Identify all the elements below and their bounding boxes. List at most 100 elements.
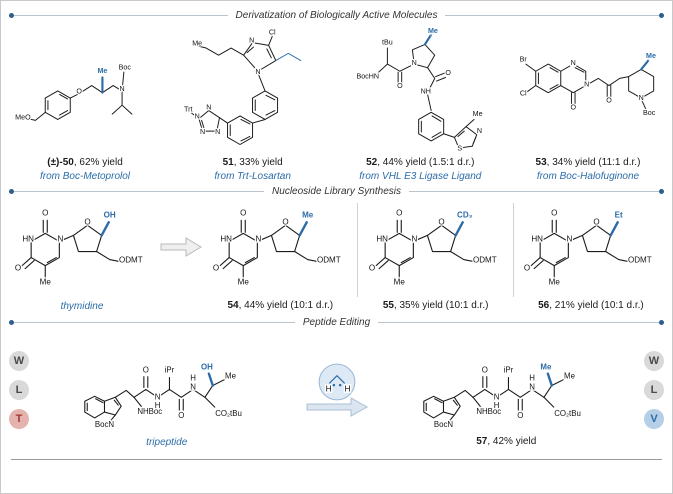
atom-label: CD₃: [457, 210, 473, 219]
atom-label: O: [213, 264, 219, 273]
atom-label: O: [482, 366, 488, 375]
header-rule: [378, 321, 659, 323]
residue-badge-W: W: [644, 351, 664, 372]
header-rule: [14, 321, 295, 323]
atom-label: HN: [376, 234, 388, 243]
residue-badge-L: L: [644, 380, 664, 401]
section-title: Peptide Editing: [302, 316, 371, 328]
compound-yield: , 42% yield: [487, 436, 537, 447]
atom-label: iPr: [164, 365, 174, 374]
atom-label: Cl: [520, 89, 527, 97]
nucleoside-product-panel-55: O HN O Me N O ODMT CD₃ 55, 35% yield (10:1 d.r.…: [363, 199, 509, 313]
structure-metoprolol-derivative: MeO O MeN Boc: [14, 62, 132, 122]
compound-yield: , 34% yield (11:1 d.r.): [546, 157, 641, 168]
atom-label: N: [571, 59, 576, 67]
compound-caption: 51, 33% yield: [223, 157, 283, 170]
start-material-label: thymidine: [60, 301, 104, 312]
atom-label: H: [344, 384, 350, 394]
atom-label: Me: [549, 278, 561, 287]
atom-label: O: [15, 264, 21, 273]
structure-nucleoside-55: O HN O Me N O ODMT CD₃: [367, 207, 497, 288]
compound-source: from VHL E3 Ligase Ligand: [359, 170, 482, 182]
header-dot-right-icon: [659, 13, 665, 18]
atom-label: N: [639, 94, 644, 102]
atom-label: H: [190, 373, 196, 382]
compound-number: 57: [476, 436, 488, 447]
atom-label: O: [76, 88, 82, 96]
atom-label: Boc: [643, 109, 656, 117]
bottom-rule: [11, 459, 662, 460]
atom-label: N: [566, 234, 572, 243]
atom-label: ODMT: [119, 256, 143, 265]
atom-label: H: [325, 384, 331, 394]
compound-caption: 53, 34% yield (11:1 d.r.): [536, 157, 641, 170]
atom-label: N: [411, 234, 417, 243]
compound-number: (±)-50: [47, 157, 74, 168]
atom-label: N: [119, 85, 124, 93]
atom-label: O: [551, 208, 557, 217]
atom-label: O: [283, 217, 289, 226]
atom-label: O: [593, 217, 599, 226]
compound-number: 55: [382, 300, 394, 311]
atom-label: O: [438, 217, 444, 226]
atom-label: O: [240, 208, 246, 217]
compound-yield: , 62% yield: [73, 157, 123, 168]
atom-label: ODMT: [317, 256, 341, 265]
atom-label: N: [494, 392, 500, 401]
atom-label: BocHN: [357, 72, 380, 80]
atom-label: O: [42, 208, 48, 217]
compound-number: 56: [538, 300, 550, 311]
atom-label: Me: [541, 363, 553, 372]
atom-label: Et: [615, 210, 623, 219]
atom-label: N: [255, 68, 260, 76]
residue-badges-left: W L T: [9, 351, 29, 430]
compound-number: 52: [366, 157, 378, 168]
compound-number: 51: [222, 157, 234, 168]
atom-label: O: [369, 264, 375, 273]
atom-label: MeO: [15, 113, 31, 121]
atom-label: Boc: [119, 63, 132, 71]
atom-label: O: [84, 217, 90, 226]
compound-yield: , 21% yield (10:1 d.r.): [549, 300, 644, 311]
compound-caption: 57, 42% yield: [476, 436, 536, 449]
atom-label: Me: [192, 39, 202, 47]
atom-label: O: [396, 208, 402, 217]
section-derivatization: Derivatization of Biologically Active Mo…: [9, 7, 665, 183]
atom-label: O: [517, 411, 523, 420]
start-material-label: tripeptide: [146, 436, 188, 448]
atom-label: ODMT: [473, 256, 497, 265]
atom-label: Me: [428, 27, 438, 35]
residue-badges-right: W L V: [644, 351, 664, 430]
atom-label: N: [155, 392, 161, 401]
atom-label: Me: [97, 67, 107, 75]
atom-label: iPr: [504, 366, 514, 375]
atom-label: H: [494, 401, 500, 410]
atom-label: O: [606, 97, 612, 105]
atom-label: Me: [393, 278, 405, 287]
compound-source: from Boc-Metoprolol: [39, 170, 131, 182]
compound-source: from Trt-Losartan: [214, 170, 291, 182]
header-rule: [408, 191, 660, 192]
atom-label: N: [529, 382, 535, 391]
atom-label: Cl: [268, 29, 275, 37]
atom-label: NHBoc: [137, 407, 162, 416]
compound-yield: , 35% yield (10:1 d.r.): [393, 300, 489, 311]
atom-label: S: [458, 145, 463, 153]
atom-label: ODMT: [628, 256, 652, 265]
reaction-arrow-icon: [160, 237, 203, 257]
atom-label: OH: [201, 362, 213, 371]
header-rule: [445, 15, 660, 16]
atom-label: NHBoc: [477, 407, 502, 416]
